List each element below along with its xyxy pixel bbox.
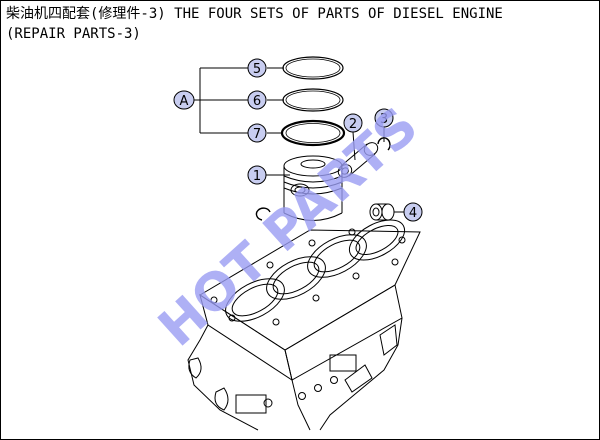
drawing-title: 柴油机四配套(修理件-3) THE FOUR SETS OF PARTS OF … <box>6 4 503 44</box>
callout-2: 2 <box>343 113 363 133</box>
ring-top-drawing <box>282 56 344 80</box>
callout-7: 7 <box>247 123 267 143</box>
piston-pin-drawing <box>337 142 379 178</box>
snap-rings-drawing <box>255 137 391 221</box>
svg-text:A: A <box>180 94 189 109</box>
leader-lines <box>266 127 404 213</box>
title-line-1: 柴油机四配套(修理件-3) THE FOUR SETS OF PARTS OF … <box>6 6 503 22</box>
piston-rings-drawing <box>280 56 346 147</box>
callout-A: A <box>173 90 195 110</box>
callout-6: 6 <box>247 90 267 110</box>
svg-text:2: 2 <box>349 117 357 132</box>
svg-text:6: 6 <box>253 94 261 109</box>
callout-5: 5 <box>247 58 267 78</box>
engine-block-drawing <box>187 219 421 431</box>
svg-text:7: 7 <box>253 127 261 142</box>
ring-oil-drawing <box>280 119 346 147</box>
ring-second-drawing <box>282 88 344 112</box>
svg-text:3: 3 <box>380 112 388 127</box>
svg-text:1: 1 <box>253 169 261 184</box>
group-bracket <box>192 67 284 134</box>
piston-drawing <box>283 155 343 221</box>
callout-1: 1 <box>247 165 267 185</box>
pin-bushing-drawing <box>369 203 395 221</box>
callout-4: 4 <box>403 202 423 222</box>
callout-3: 3 <box>374 108 394 128</box>
svg-text:5: 5 <box>253 62 261 77</box>
watermark: HOT PARTS <box>148 96 430 358</box>
svg-text:4: 4 <box>409 206 417 221</box>
title-line-2: (REPAIR PARTS-3) <box>6 26 141 42</box>
